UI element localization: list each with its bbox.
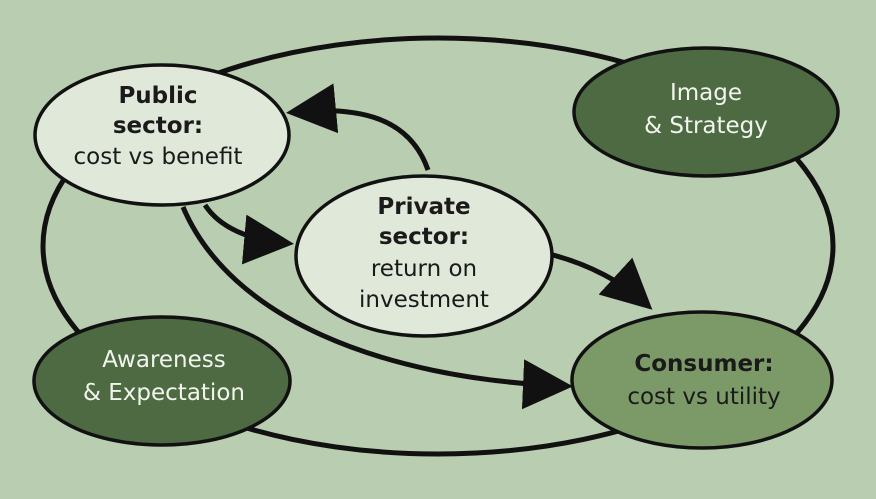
node-consumer: Consumer: cost vs utility xyxy=(570,310,834,450)
private-sector-title-line2: sector: xyxy=(379,224,469,250)
arrow-public-to-consumer xyxy=(180,206,573,410)
public-sector-title-line1: Public xyxy=(118,83,197,109)
node-private-sector: Private sector: return on investment xyxy=(294,174,554,338)
awareness-expectation-line1: Awareness xyxy=(102,347,226,373)
arrow-private-to-consumer xyxy=(552,252,653,310)
arrow-public-to-private xyxy=(202,203,294,265)
public-sector-title-line2: sector: xyxy=(113,113,203,139)
private-sector-title-line1: Private xyxy=(377,194,470,220)
private-sector-subtitle-line2: investment xyxy=(359,287,489,313)
outer-cycle-ring xyxy=(40,35,836,457)
image-strategy-line1: Image xyxy=(670,80,742,106)
node-public-sector: Public sector: cost vs benefit xyxy=(33,63,291,207)
awareness-expectation-line2: & Expectation xyxy=(83,380,245,406)
node-awareness-expectation: Awareness & Expectation xyxy=(32,315,292,447)
image-strategy-line2: & Strategy xyxy=(644,113,768,139)
consumer-subtitle: cost vs utility xyxy=(627,384,780,410)
private-sector-subtitle-line1: return on xyxy=(371,256,477,282)
public-sector-subtitle: cost vs benefit xyxy=(74,144,243,170)
consumer-title: Consumer: xyxy=(634,351,773,377)
node-image-strategy: Image & Strategy xyxy=(572,46,840,178)
arrow-private-to-public xyxy=(286,83,431,171)
